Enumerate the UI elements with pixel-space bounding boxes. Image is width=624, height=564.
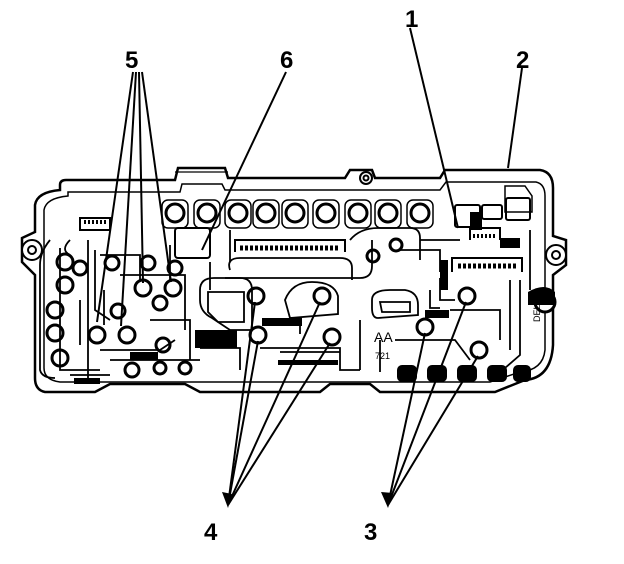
callout-3: 3: [364, 519, 377, 546]
callout-5: 5: [125, 47, 138, 74]
board-marking-side: DELCO: [532, 291, 542, 322]
callout-1: 1: [405, 6, 418, 33]
callout-4: 4: [204, 519, 218, 546]
board-plates: [74, 212, 555, 384]
callout-numbers: 1 2 3 4 5 6: [125, 6, 529, 546]
mounting-ears: [21, 171, 567, 266]
board-marking-code: 721: [375, 351, 390, 361]
board-marking-aa: AA: [374, 329, 393, 345]
arrowheads: [222, 492, 393, 508]
board-markings: AA 721 DELCO: [374, 291, 542, 361]
upper-socket-row: [164, 202, 431, 224]
leader-lines: [96, 27, 523, 506]
left-socket-cluster: [45, 252, 193, 379]
callout-2: 2: [516, 47, 529, 74]
callout-6: 6: [280, 47, 293, 74]
